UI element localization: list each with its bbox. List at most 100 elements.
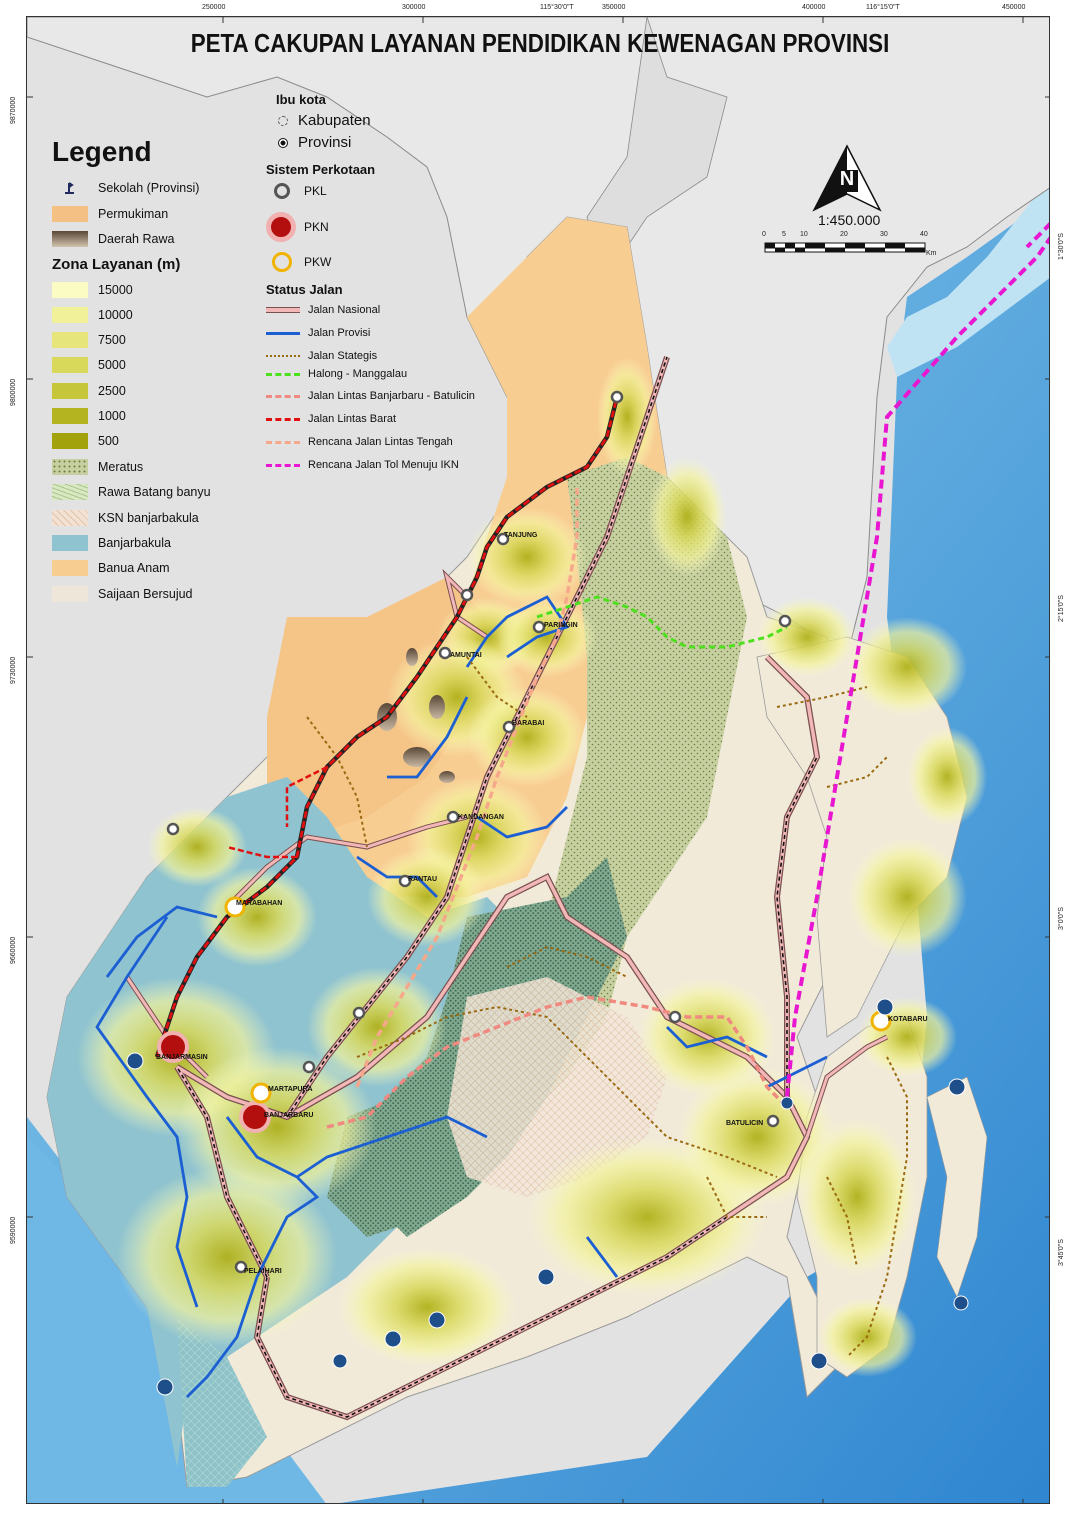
legend-swatch bbox=[52, 231, 88, 247]
pkn-icon bbox=[266, 212, 296, 242]
road-rencana-tol-ikn bbox=[785, 236, 1049, 1098]
legend-lintas-banjarbaru-batulicin: Jalan Lintas Banjarbaru - Batulicin bbox=[266, 390, 475, 402]
legend-swatch bbox=[52, 459, 88, 475]
legend-lintas-barat: Jalan Lintas Barat bbox=[266, 413, 396, 425]
legend-label: KSN banjarbakula bbox=[98, 511, 199, 525]
legend-rencana-lintas-tengah: Rencana Jalan Lintas Tengah bbox=[266, 436, 453, 448]
scale-tick-20: 20 bbox=[840, 231, 848, 238]
coord-top-350000: 350000 bbox=[602, 4, 626, 11]
city-label-barabai: BARABAI bbox=[512, 720, 545, 727]
legend-label: Daerah Rawa bbox=[98, 232, 175, 246]
coord-right-2: 3°0'0"S bbox=[1058, 907, 1065, 930]
coord-left-4: 9590000 bbox=[10, 1216, 17, 1244]
legend-halong-manggalau: Halong - Manggalau bbox=[266, 368, 407, 380]
legend-label: Jalan Stategis bbox=[308, 350, 378, 362]
city-label-banjarbaru: BANJARBARU bbox=[264, 1112, 314, 1119]
legend-swatch bbox=[52, 560, 88, 576]
road-rencana-lintas-tengah bbox=[355, 487, 579, 1088]
scale-tick-5: 5 bbox=[782, 231, 786, 238]
legend-label: 5000 bbox=[98, 358, 126, 372]
legend-area-banjarbakula: Banjarbakula bbox=[52, 533, 171, 553]
legend-label: PKN bbox=[304, 220, 329, 234]
north-label: N bbox=[839, 168, 855, 190]
legend-pkl: PKL bbox=[266, 183, 327, 199]
legend-area-rawa-batang-banyu: Rawa Batang banyu bbox=[52, 482, 211, 502]
city-label-banjarmasin: BANJARMASIN bbox=[156, 1054, 208, 1061]
legend-line bbox=[266, 394, 300, 398]
city-label-batulicin: BATULICIN bbox=[726, 1120, 764, 1127]
legend-label: 1000 bbox=[98, 409, 126, 423]
city-label-paringin: PARINGIN bbox=[544, 622, 578, 629]
map-frame bbox=[26, 16, 1050, 1504]
legend-label: 7500 bbox=[98, 333, 126, 347]
scale-tick-40: 40 bbox=[920, 231, 928, 238]
legend-item-permukiman: Permukiman bbox=[52, 204, 168, 224]
legend-zona-2: 7500 bbox=[52, 330, 126, 350]
coord-top-250000: 250000 bbox=[202, 4, 226, 11]
ibu-kota-title: Ibu kota bbox=[276, 92, 326, 107]
legend-rencana-tol-ikn: Rencana Jalan Tol Menuju IKN bbox=[266, 459, 459, 471]
legend-line bbox=[266, 331, 300, 335]
map-title: PETA CAKUPAN LAYANAN PENDIDIKAN KEWENAGA… bbox=[190, 28, 890, 58]
legend-label: Sekolah (Provinsi) bbox=[98, 181, 200, 195]
legend-swatch bbox=[52, 408, 88, 424]
legend-kabupaten: Kabupaten bbox=[278, 112, 371, 129]
city-label-amuntai: AMUNTAI bbox=[450, 652, 482, 659]
road-jalan-strategis bbox=[306, 656, 908, 1358]
legend-label: Jalan Nasional bbox=[308, 304, 381, 316]
legend-label: Provinsi bbox=[298, 134, 352, 151]
legend-zona-1: 10000 bbox=[52, 305, 133, 325]
legend-label: Jalan Lintas Barat bbox=[308, 413, 397, 425]
legend-item-daerah-rawa: Daerah Rawa bbox=[52, 229, 174, 249]
legend-jalan-provinsi: Jalan Provisi bbox=[266, 327, 370, 339]
legend-line bbox=[266, 417, 300, 421]
road-lintas-banjarbaru-batulicin bbox=[326, 995, 789, 1129]
legend-label: Meratus bbox=[98, 460, 144, 474]
legend-label: Rencana Jalan Lintas Tengah bbox=[308, 436, 453, 448]
scale-ratio: 1:450.000 bbox=[818, 212, 881, 228]
coord-left-1: 9800000 bbox=[10, 378, 17, 406]
legend-swatch bbox=[52, 535, 88, 551]
legend-swatch bbox=[52, 383, 88, 399]
school-icon bbox=[52, 180, 88, 196]
legend-zona-0: 15000 bbox=[52, 280, 133, 300]
legend-zona-6: 500 bbox=[52, 431, 119, 451]
city-label-rantau: RANTAU bbox=[408, 876, 438, 883]
legend-label: Banua Anam bbox=[98, 561, 170, 575]
legend-zona-3: 5000 bbox=[52, 355, 126, 375]
city-label-pelaihari: PELAIHARI bbox=[244, 1268, 282, 1275]
city-markers bbox=[126, 390, 969, 1396]
legend-zona-5: 1000 bbox=[52, 406, 126, 426]
scale-tick-30: 30 bbox=[880, 231, 888, 238]
legend-swatch bbox=[52, 510, 88, 526]
legend-swatch bbox=[52, 282, 88, 298]
coord-right-0: 1°30'0"S bbox=[1058, 233, 1065, 260]
road-halong-manggalau bbox=[536, 595, 788, 649]
pkl-icon bbox=[274, 183, 290, 199]
coord-top-300000: 300000 bbox=[402, 4, 426, 11]
scale-tick-10: 10 bbox=[800, 231, 808, 238]
legend-area-meratus: Meratus bbox=[52, 457, 143, 477]
road-jalan-nasional bbox=[124, 356, 889, 1421]
legend-title: Legend bbox=[52, 136, 152, 167]
scale-bar bbox=[764, 242, 926, 253]
kabupaten-icon bbox=[278, 115, 288, 126]
legend-swatch bbox=[52, 484, 88, 500]
legend-area-saijaan-bersujud: Saijaan Bersujud bbox=[52, 584, 193, 604]
legend-line bbox=[266, 372, 300, 376]
pkw-icon bbox=[272, 252, 292, 272]
city-label-kandangan: KANDANGAN bbox=[458, 814, 504, 821]
legend-jalan-strategis: Jalan Stategis bbox=[266, 350, 377, 362]
coord-top-116: 116°15'0"T bbox=[866, 4, 900, 11]
map-canvas bbox=[27, 17, 1049, 1503]
city-label-tanjung: TANJUNG bbox=[504, 532, 538, 539]
legend-label: PKL bbox=[304, 184, 327, 198]
legend-area-banua-anam: Banua Anam bbox=[52, 558, 170, 578]
legend-swatch bbox=[52, 307, 88, 323]
coord-top-400000: 400000 bbox=[802, 4, 826, 11]
legend-jalan-nasional: Jalan Nasional bbox=[266, 304, 380, 316]
zona-title: Zona Layanan (m) bbox=[52, 256, 181, 273]
legend-label: 500 bbox=[98, 434, 119, 448]
legend-line bbox=[266, 463, 300, 467]
sistem-perkotaan-title: Sistem Perkotaan bbox=[266, 162, 376, 177]
